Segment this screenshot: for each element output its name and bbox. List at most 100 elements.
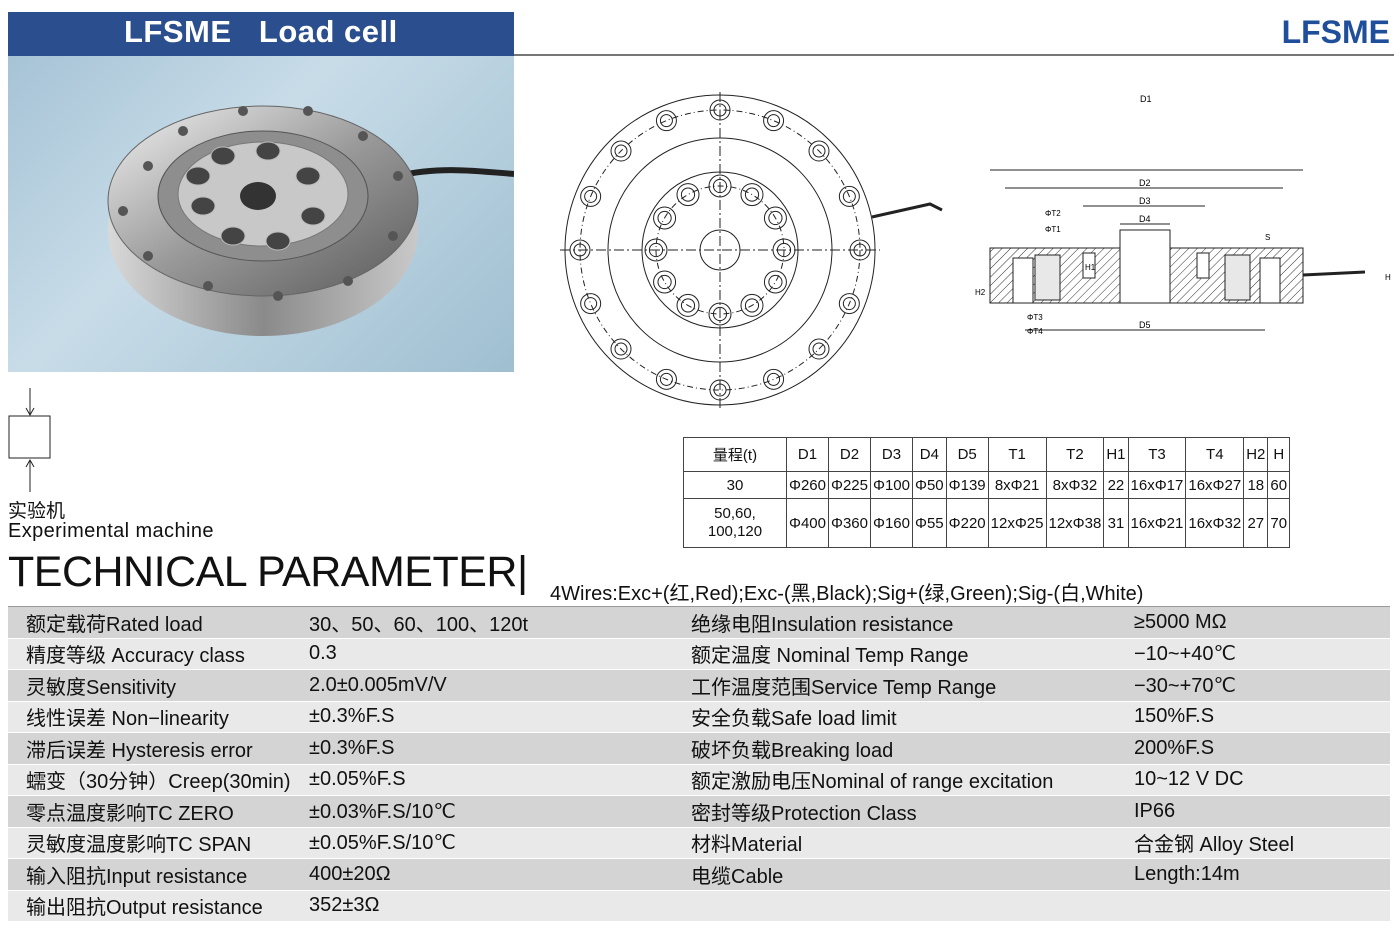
param-value: ±0.3%F.S [291, 732, 673, 765]
outer-bolt-hole [763, 110, 785, 132]
param-value: −30~+70℃ [1116, 669, 1390, 702]
dims-header-cell: T2 [1045, 437, 1105, 472]
dims-cell: 8xΦ32 [1045, 471, 1105, 499]
outer-bolt-hole [655, 110, 677, 132]
dims-header-cell: T4 [1185, 437, 1245, 472]
outer-bolt-hole-inner [614, 342, 628, 356]
outer-bolt-hole-inner [614, 144, 628, 158]
brand-logo: LFSME [1281, 14, 1390, 50]
param-value: ±0.05%F.S [291, 764, 673, 796]
label-h: H [1385, 273, 1391, 282]
inner-bolt-hole [708, 302, 732, 326]
inner-bolt-hole-inner [744, 187, 760, 202]
outer-bolt-hole [838, 185, 860, 207]
outer-bolt-hole-inner [853, 243, 867, 257]
dims-header-cell: T1 [987, 437, 1047, 472]
inner-bolt-hole [676, 293, 700, 317]
param-value [1116, 890, 1390, 922]
dims-cell: Φ220 [945, 498, 989, 548]
inner-bolt-hole-inner [768, 274, 783, 290]
dims-cell: 16xΦ17 [1127, 471, 1187, 499]
outer-bolt-hole-inner [842, 189, 856, 203]
param-value: 0.3 [291, 638, 673, 670]
param-name: 绝缘电阻Insulation resistance [673, 606, 1116, 639]
dims-cell: 22 [1103, 471, 1129, 499]
dims-cell: 31 [1103, 498, 1129, 548]
experimental-machine-en: Experimental machine [8, 520, 214, 542]
param-value: ±0.05%F.S/10℃ [291, 827, 673, 859]
param-value: ±0.3%F.S [291, 701, 673, 733]
param-name: 额定温度 Nominal Temp Range [673, 638, 1116, 670]
inner-bolt-hole [653, 206, 677, 230]
dims-cell: 16xΦ21 [1127, 498, 1187, 548]
param-name: 安全负载Safe load limit [673, 701, 1116, 733]
technical-parameter-title: TECHNICAL PARAMETER| [8, 548, 528, 596]
outer-bolt-hole-inner [713, 383, 727, 397]
dims-header-cell: D3 [870, 437, 913, 472]
outer-bolt-hole [709, 379, 731, 401]
param-name: 输入阻抗Input resistance [8, 858, 291, 891]
inner-bolt-hole [676, 183, 700, 207]
inner-bolt-hole-inner [712, 178, 728, 194]
param-name: 线性误差 Non−linearity [8, 701, 291, 733]
label-h2: H2 [975, 288, 986, 297]
outer-bolt-hole-inner [584, 189, 598, 203]
header-rule [514, 54, 1394, 56]
label-t1: ΦT1 [1045, 225, 1061, 234]
outer-bolt-hole [808, 140, 830, 162]
dims-cell: Φ160 [870, 498, 913, 548]
param-name: 工作温度范围Service Temp Range [673, 669, 1116, 702]
label-d3: D3 [1139, 196, 1151, 206]
param-name: 蠕变（30分钟）Creep(30min) [8, 764, 291, 796]
dims-cell: Φ225 [828, 471, 871, 499]
outer-bolt-hole [808, 338, 830, 360]
param-name: 密封等级Protection Class [673, 795, 1116, 828]
dims-header-cell: D1 [786, 437, 829, 472]
param-name: 破坏负载Breaking load [673, 732, 1116, 765]
param-value: 150%F.S [1116, 701, 1390, 733]
param-value: ≥5000 MΩ [1116, 606, 1390, 639]
inner-bolt-hole [740, 293, 764, 317]
dims-cell: Φ360 [828, 498, 871, 548]
param-name: 电缆Cable [673, 858, 1116, 891]
inner-bolt-hole-inner [744, 298, 760, 313]
label-h1: H1 [1085, 263, 1096, 272]
machine-symbol [8, 388, 51, 492]
dims-cell: Φ260 [786, 471, 829, 499]
param-name: 精度等级 Accuracy class [8, 638, 291, 670]
inner-bolt-hole-inner [657, 210, 672, 226]
dims-header-cell: D4 [912, 437, 947, 472]
outer-bolt-hole [580, 185, 602, 207]
label-s: S [1265, 233, 1270, 242]
outer-bolt-hole [838, 293, 860, 315]
outer-bolt-hole [569, 239, 591, 261]
param-name: 额定载荷Rated load [8, 606, 291, 639]
dims-cell: Φ400 [786, 498, 829, 548]
dims-cell: Φ100 [870, 471, 913, 499]
outer-bolt-hole [580, 293, 602, 315]
outer-bolt-hole-inner [767, 114, 781, 128]
dims-cell: 16xΦ27 [1185, 471, 1245, 499]
inner-bolt-hole [740, 183, 764, 207]
top-view-drawing [560, 92, 943, 408]
param-value: 200%F.S [1116, 732, 1390, 765]
outer-bolt-hole [849, 239, 871, 261]
inner-bolt-hole [653, 270, 677, 294]
inner-bolt-hole [772, 238, 796, 262]
dims-header-cell: D2 [828, 437, 871, 472]
param-value: IP66 [1116, 795, 1390, 828]
inner-bolt-hole [763, 206, 787, 230]
param-name: 材料Material [673, 827, 1116, 859]
inner-bolt-hole [763, 270, 787, 294]
outer-bolt-hole-inner [659, 114, 673, 128]
outer-bolt-hole-inner [812, 342, 826, 356]
inner-bolt-hole-inner [776, 242, 792, 258]
dims-cell: Φ50 [912, 471, 947, 499]
label-t2: ΦT2 [1045, 209, 1061, 218]
outer-bolt-hole [610, 140, 632, 162]
param-name: 灵敏度Sensitivity [8, 669, 291, 702]
label-t4: ΦT4 [1027, 327, 1043, 336]
outer-bolt-hole [610, 338, 632, 360]
